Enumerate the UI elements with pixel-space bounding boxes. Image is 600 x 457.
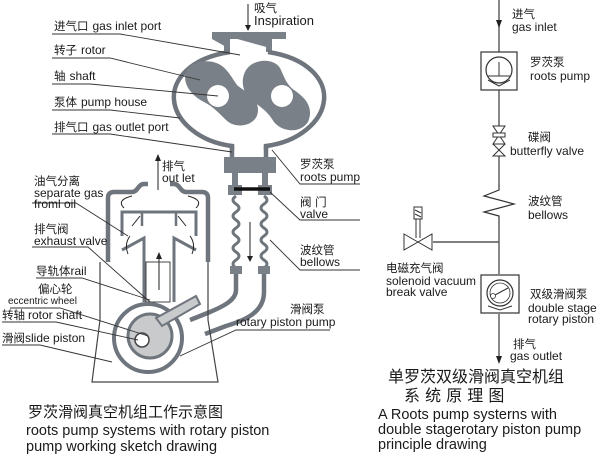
svg-text:valve: valve bbox=[300, 207, 328, 221]
svg-text:波纹管: 波纹管 bbox=[528, 194, 563, 208]
svg-text:roots pump: roots pump bbox=[530, 69, 590, 83]
svg-text:吸气: 吸气 bbox=[254, 1, 277, 15]
rotor-shaft bbox=[134, 332, 150, 348]
svg-text:solenoid vacuum: solenoid vacuum bbox=[386, 274, 476, 288]
svg-text:butterfly valve: butterfly valve bbox=[510, 144, 584, 158]
label-out-let: 排气 out let bbox=[162, 159, 195, 185]
label-exhaust-valve: 排气阀 exhaust valve bbox=[34, 222, 108, 248]
svg-text:double stagerotary piston pump: double stagerotary piston pump bbox=[378, 422, 581, 438]
label-roots-pump-left: 罗茨泵 roots pump bbox=[300, 157, 360, 184]
label-inspiration: 吸气 Inspiration bbox=[245, 1, 314, 31]
label-bellows-left: 波纹管 bellows bbox=[300, 243, 340, 269]
svg-text:rotary piston pump: rotary piston pump bbox=[236, 315, 336, 329]
label-double-stage: 双级滑阀泵 double stage rotary piston bbox=[528, 287, 597, 326]
svg-text:rotary piston: rotary piston bbox=[528, 312, 594, 326]
leader-lines-left bbox=[2, 33, 360, 363]
svg-text:froml oil: froml oil bbox=[34, 197, 76, 211]
label-gas-outlet: 排气 gas outlet bbox=[510, 337, 563, 363]
svg-text:罗茨滑阀真空机组工作示意图: 罗茨滑阀真空机组工作示意图 bbox=[28, 403, 223, 421]
label-butterfly-valve: 碟阀 butterfly valve bbox=[510, 130, 584, 158]
label-separate-gas: 油气分离 separate gas froml oil bbox=[34, 174, 103, 211]
svg-text:单罗茨双级滑阀真空机组: 单罗茨双级滑阀真空机组 bbox=[388, 367, 564, 386]
roots-pump-housing bbox=[171, 32, 327, 160]
svg-text:bellows: bellows bbox=[528, 208, 568, 222]
svg-text:双级滑阀泵: 双级滑阀泵 bbox=[530, 287, 588, 301]
svg-text:pump working sketch drawing: pump working sketch drawing bbox=[26, 439, 217, 455]
inlet-flange bbox=[212, 32, 286, 39]
roots-pump-symbol bbox=[480, 51, 518, 91]
svg-text:电磁充气阀: 电磁充气阀 bbox=[386, 261, 444, 275]
outlet-arrow-icon bbox=[496, 356, 502, 364]
double-stage-pump-symbol bbox=[480, 274, 520, 314]
svg-text:gas inlet: gas inlet bbox=[512, 20, 557, 34]
svg-text:偏心轮: 偏心轮 bbox=[38, 282, 73, 296]
rotary-piston-pump bbox=[91, 261, 219, 383]
label-rotary-piston-pump: 滑阀泵 rotary piston pump bbox=[236, 302, 336, 329]
svg-text:罗茨泵: 罗茨泵 bbox=[300, 157, 335, 171]
rotor-right bbox=[242, 60, 311, 131]
bellows-symbol bbox=[481, 184, 517, 220]
svg-text:separate gas: separate gas bbox=[34, 186, 103, 200]
svg-text:gas outlet: gas outlet bbox=[510, 349, 563, 363]
svg-text:导轨体rail: 导轨体rail bbox=[36, 264, 87, 278]
svg-text:阀 门: 阀 门 bbox=[300, 195, 327, 209]
svg-text:break valve: break valve bbox=[386, 285, 448, 299]
solenoid-valve-symbol bbox=[403, 206, 433, 251]
label-eccentric-wheel: 偏心轮 eccentric wheel bbox=[8, 282, 77, 307]
shaft-hole-right bbox=[271, 85, 293, 107]
svg-text:double stage: double stage bbox=[528, 301, 597, 315]
svg-text:波纹管: 波纹管 bbox=[300, 243, 335, 257]
svg-text:滑阀slide piston: 滑阀slide piston bbox=[2, 331, 85, 345]
svg-text:碟阀: 碟阀 bbox=[528, 130, 551, 144]
svg-text:Inspiration: Inspiration bbox=[254, 13, 314, 28]
svg-text:排气阀: 排气阀 bbox=[34, 222, 69, 236]
svg-text:进气: 进气 bbox=[512, 7, 535, 21]
slide-piston-rod bbox=[154, 294, 202, 328]
label-gas-inlet: 进气 gas inlet bbox=[512, 7, 557, 34]
label-solenoid-valve: 电磁充气阀 solenoid vacuum break valve bbox=[386, 261, 476, 299]
svg-text:排气: 排气 bbox=[513, 337, 536, 351]
label-bellows-right: 波纹管 bellows bbox=[528, 194, 568, 222]
inlet-arrow-icon bbox=[496, 20, 502, 28]
svg-text:roots pump systems with rotary: roots pump systems with rotary piston bbox=[26, 423, 269, 439]
label-valve: 阀 门 valve bbox=[300, 195, 328, 221]
bellows-assembly bbox=[189, 157, 276, 337]
svg-text:bellows: bellows bbox=[300, 255, 340, 269]
label-rail: 导轨体rail bbox=[36, 264, 87, 278]
svg-text:油气分离: 油气分离 bbox=[34, 174, 80, 188]
svg-text:exhaust valve: exhaust valve bbox=[34, 234, 108, 248]
svg-text:A Roots pump systerns with: A Roots pump systerns with bbox=[378, 407, 557, 423]
label-slide-piston: 滑阀slide piston bbox=[2, 331, 85, 345]
svg-text:排气: 排气 bbox=[162, 159, 185, 173]
svg-text:principle drawing: principle drawing bbox=[378, 437, 487, 453]
svg-text:roots pump: roots pump bbox=[300, 170, 360, 184]
mid-flange bbox=[224, 157, 276, 173]
oil-separator bbox=[105, 154, 211, 302]
svg-text:系 统 原 理 图: 系 统 原 理 图 bbox=[404, 386, 504, 405]
svg-text:罗茨泵: 罗茨泵 bbox=[530, 55, 565, 69]
svg-text:out let: out let bbox=[162, 171, 195, 185]
caption-left: 罗茨滑阀真空机组工作示意图 roots pump systems with ro… bbox=[26, 403, 269, 455]
process-line bbox=[433, 0, 502, 364]
caption-right: 单罗茨双级滑阀真空机组 系 统 原 理 图 A Roots pump syste… bbox=[378, 367, 581, 453]
butterfly-valve-symbol bbox=[491, 125, 507, 157]
svg-text:eccentric wheel: eccentric wheel bbox=[8, 296, 77, 307]
label-roots-pump-right: 罗茨泵 roots pump bbox=[530, 55, 590, 83]
svg-text:滑阀泵: 滑阀泵 bbox=[290, 302, 325, 316]
